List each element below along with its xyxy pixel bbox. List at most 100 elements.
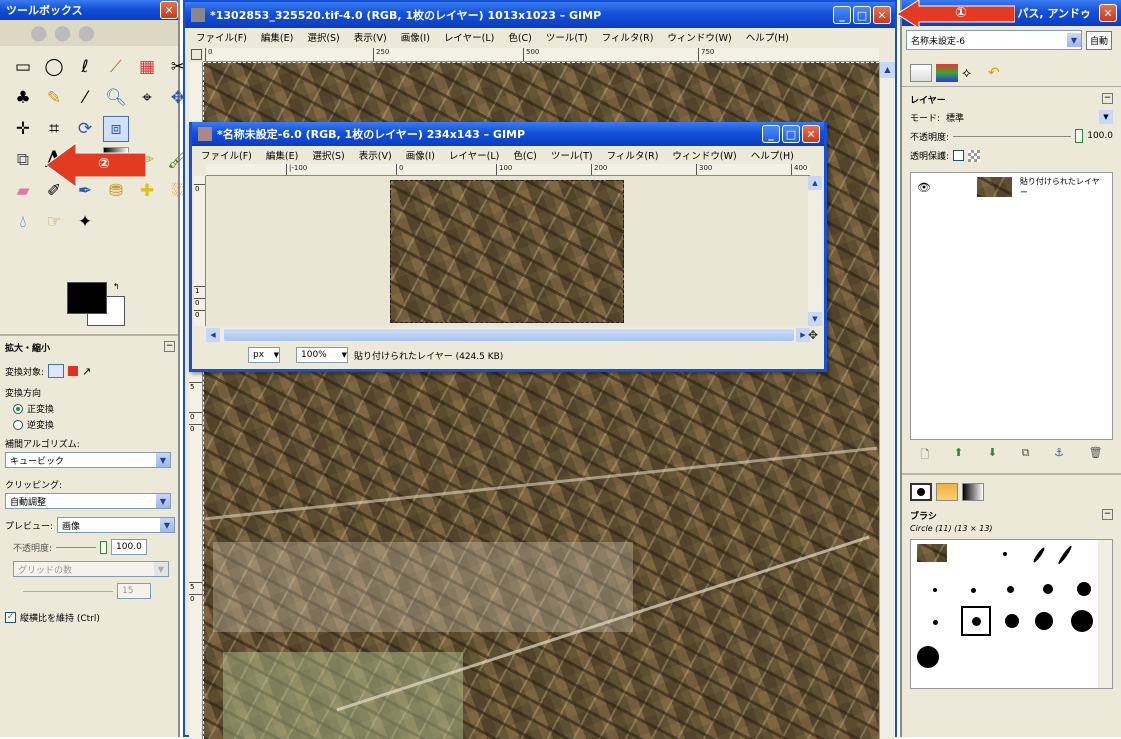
scroll-left-button[interactable]: ◀ (206, 328, 220, 342)
brush-dot[interactable] (971, 588, 976, 593)
clipping-select[interactable]: 自動調整▼ (5, 493, 171, 509)
new-layer-icon[interactable]: 🗋︎ (920, 448, 930, 461)
toolbox-close-button[interactable]: ✕ (160, 1, 178, 19)
grid-count-spin[interactable]: 15 (117, 583, 151, 599)
zoom-icon[interactable]: 🔍︎ (105, 88, 127, 108)
sub-menu-help[interactable]: ヘルプ(H) (750, 151, 794, 162)
chevron-down-icon[interactable]: ▼ (1099, 110, 1113, 124)
layer-row[interactable]: 👁︎ 貼り付けられたレイヤー (911, 173, 1112, 201)
lower-layer-icon[interactable]: ⬇ (987, 446, 997, 459)
target-selection-icon[interactable] (68, 366, 79, 376)
perspective-clone-icon[interactable]: ⛆ (171, 181, 185, 201)
foreground-color-swatch[interactable] (67, 282, 107, 314)
sub-menu-view[interactable]: 表示(V) (358, 151, 392, 162)
rect-select-icon[interactable]: ▭ (14, 57, 32, 77)
image-select[interactable]: 名称未設定-6▼ (906, 30, 1082, 50)
brush-dot[interactable] (933, 588, 937, 592)
brush-thumb-texture[interactable] (917, 544, 947, 562)
sub-menu-select[interactable]: 選択(S) (312, 151, 345, 162)
menu-layer[interactable]: レイヤー(L) (443, 33, 495, 44)
layers-tab-icon[interactable] (910, 64, 932, 82)
layer-opacity-handle[interactable] (1075, 129, 1084, 143)
zoom-select[interactable]: 100%▼ (296, 347, 348, 363)
color-select-icon[interactable]: ▦ (138, 57, 156, 77)
swap-colors-icon[interactable]: ↰ (113, 282, 120, 291)
airbrush-icon[interactable]: ✐ (46, 181, 62, 201)
tool-options-menu-icon[interactable]: − (164, 341, 175, 352)
sub-menu-tools[interactable]: ツール(T) (550, 151, 593, 162)
maximize-button[interactable]: □ (853, 6, 871, 24)
brush-dot[interactable] (933, 620, 938, 625)
sub-window-titlebar[interactable]: *名称未設定-6.0 (RGB, 1枚のレイヤー) 234x143 – GIMP… (192, 122, 824, 146)
layer-name[interactable]: 貼り付けられたレイヤー (1019, 177, 1100, 197)
smudge-icon[interactable]: ☞ (46, 212, 62, 232)
flip-icon[interactable]: ⧉ (16, 150, 30, 170)
undo-tab-icon[interactable]: ↶ (988, 65, 1000, 81)
navigate-icon[interactable]: ✥ (808, 328, 819, 342)
interp-select[interactable]: キュービック▼ (5, 452, 171, 468)
scroll-thumb[interactable] (224, 329, 794, 341)
paths-tab-icon[interactable]: ⟡ (962, 65, 972, 81)
minimize-button[interactable]: _ (833, 6, 851, 24)
direction-reverse-radio[interactable] (13, 419, 23, 430)
eraser-icon[interactable]: ▰ (16, 181, 30, 201)
grid-select[interactable]: グリッドの数▼ (13, 561, 169, 577)
menu-view[interactable]: 表示(V) (353, 33, 387, 44)
blur-icon[interactable]: 💧︎ (19, 212, 27, 232)
target-layer-icon[interactable] (48, 364, 65, 378)
menu-select[interactable]: 選択(S) (307, 33, 340, 44)
main-window-titlebar[interactable]: *1302853_325520.tif-4.0 (RGB, 1枚のレイヤー) 1… (185, 2, 895, 28)
opacity-slider-handle[interactable] (100, 540, 108, 554)
grid-slider[interactable] (23, 590, 113, 592)
brush-dot[interactable] (1035, 612, 1053, 630)
lock-alpha-checkbox[interactable] (953, 150, 965, 161)
sub-horizontal-scrollbar[interactable]: ◀ ▶ (206, 328, 810, 342)
sub-menu-edit[interactable]: 編集(E) (265, 151, 299, 162)
menu-tools[interactable]: ツール(T) (545, 33, 588, 44)
sub-menu-filters[interactable]: フィルタ(R) (606, 151, 659, 162)
brush-dot[interactable] (1003, 552, 1007, 556)
brushes-tab-icon[interactable] (910, 483, 932, 501)
brush-dot[interactable] (1071, 610, 1093, 632)
preview-select[interactable]: 画像▼ (57, 517, 175, 533)
layers-menu-icon[interactable]: − (1102, 93, 1113, 104)
target-path-icon[interactable]: ↗ (82, 364, 92, 378)
sub-maximize-button[interactable]: □ (782, 125, 800, 143)
toolbox-titlebar[interactable]: ツールボックス ✕ (0, 0, 178, 20)
menu-windows[interactable]: ウィンドウ(W) (667, 33, 732, 44)
anchor-layer-icon[interactable]: ⚓︎ (1054, 446, 1064, 459)
scroll-up-button[interactable]: ▲ (808, 176, 822, 190)
menu-help[interactable]: ヘルプ(H) (745, 33, 789, 44)
menu-file[interactable]: ファイル(F) (196, 33, 247, 44)
brush-dot[interactable] (1043, 584, 1053, 594)
brush-stroke[interactable] (1057, 544, 1073, 566)
raise-layer-icon[interactable]: ⬆ (953, 446, 964, 459)
opacity-slider[interactable] (56, 546, 97, 548)
scroll-down-button[interactable]: ▼ (808, 312, 822, 326)
sub-horizontal-ruler[interactable]: |-100 0 100 200 300 400 (206, 164, 810, 176)
brushes-menu-icon[interactable]: − (1102, 509, 1113, 520)
layer-opacity-value[interactable]: 100.0 (1087, 131, 1113, 141)
scroll-up-button[interactable]: ▲ (880, 62, 895, 78)
eye-icon[interactable]: 👁︎ (917, 180, 931, 194)
selected-brush[interactable] (961, 606, 991, 636)
unit-select[interactable]: px▼ (248, 347, 280, 363)
menu-filters[interactable]: フィルタ(R) (601, 33, 654, 44)
opacity-spin[interactable]: 100.0 (111, 539, 148, 555)
measure-icon[interactable]: ⌖ (142, 88, 152, 108)
brush-dot[interactable] (1005, 614, 1019, 628)
align-icon[interactable]: ✛ (15, 119, 31, 139)
quick-mask-toggle[interactable] (191, 49, 202, 60)
foreground-select-icon[interactable]: ♣ (15, 88, 31, 108)
main-horizontal-ruler[interactable]: 0 250 500 750 (203, 48, 879, 62)
main-vertical-scrollbar[interactable]: ▲ (879, 62, 895, 739)
brush-stroke[interactable] (1032, 546, 1046, 564)
pasted-layer-image[interactable] (390, 180, 624, 323)
sub-vertical-scrollbar[interactable]: ▲ ▼ (808, 176, 822, 326)
scroll-right-button[interactable]: ▶ (796, 328, 810, 342)
sub-menu-colors[interactable]: 色(C) (513, 151, 537, 162)
brush-dot[interactable] (1007, 586, 1014, 593)
color-picker-icon[interactable]: ⁄ (83, 88, 87, 108)
channels-tab-icon[interactable] (936, 64, 958, 82)
rotate-icon[interactable]: ⟳ (77, 119, 93, 139)
